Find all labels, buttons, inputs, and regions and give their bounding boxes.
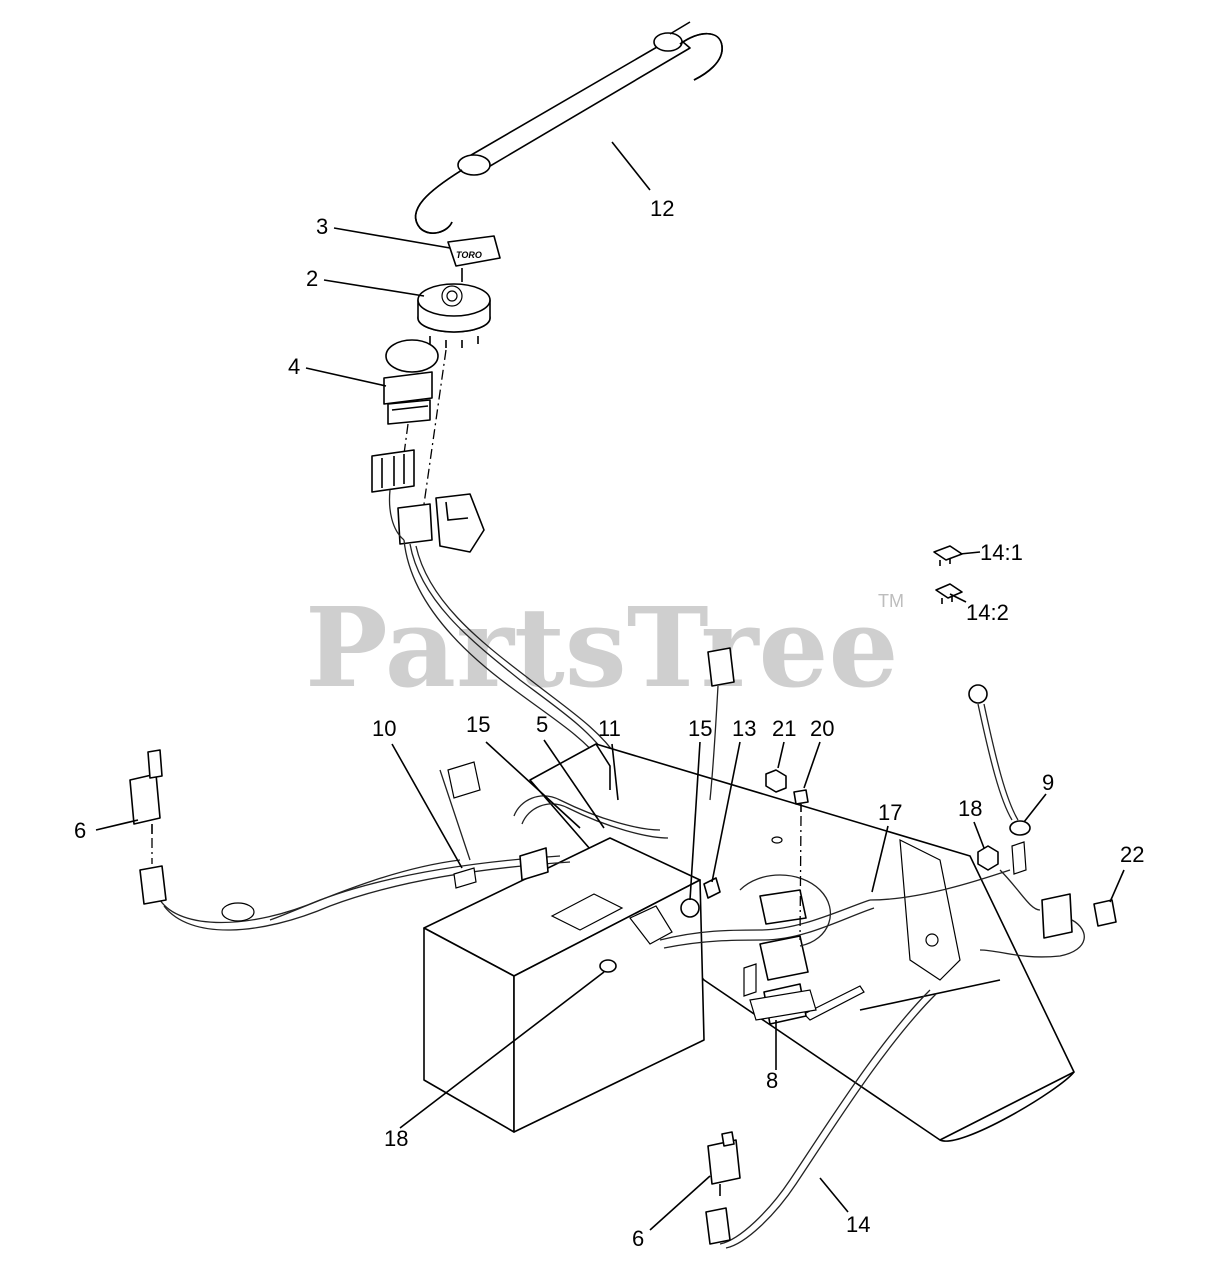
leader-dash-4 bbox=[403, 423, 409, 455]
callout-14-2: 14:2 bbox=[966, 600, 1009, 625]
fuse-14-1 bbox=[933, 545, 963, 566]
battery-cables bbox=[513, 795, 875, 949]
key-toro-text: TORO bbox=[456, 250, 482, 260]
leader-dash-20 bbox=[799, 815, 802, 941]
callout-4: 4 bbox=[288, 354, 300, 379]
nut-21 bbox=[765, 769, 787, 793]
seat-switch-upper bbox=[129, 749, 167, 905]
ignition-key: TORO bbox=[447, 235, 501, 282]
nut-18-right bbox=[977, 845, 999, 871]
callout-12: 12 bbox=[650, 196, 674, 221]
lower-harness bbox=[719, 989, 937, 1249]
right-harness bbox=[869, 684, 1085, 958]
callout-10: 10 bbox=[372, 716, 396, 741]
callout-labels: 12 3 2 4 14:1 14:2 10 15 5 11 15 13 21 2… bbox=[74, 196, 1144, 1251]
callout-21: 21 bbox=[772, 716, 796, 741]
harness-connector-top bbox=[707, 647, 735, 801]
leader-lines bbox=[95, 141, 1125, 1231]
watermark-trademark: TM bbox=[878, 591, 904, 611]
callout-17: 17 bbox=[878, 800, 902, 825]
callout-3: 3 bbox=[316, 214, 328, 239]
washer-small bbox=[771, 836, 783, 844]
leader-dash-2 bbox=[423, 349, 447, 505]
callout-11: 11 bbox=[598, 716, 621, 741]
callout-9: 9 bbox=[1042, 770, 1054, 795]
callout-15-left: 15 bbox=[466, 712, 490, 737]
center-components bbox=[739, 874, 831, 1025]
harness-connector-upper bbox=[371, 449, 485, 553]
bolt-20 bbox=[793, 789, 809, 812]
callout-14-1: 14:1 bbox=[980, 540, 1023, 565]
callout-13: 13 bbox=[732, 716, 756, 741]
callout-14: 14 bbox=[846, 1212, 870, 1237]
callout-18-lower: 18 bbox=[384, 1126, 408, 1151]
seat-switch-lower bbox=[705, 1131, 741, 1245]
callout-15-right: 15 bbox=[688, 716, 712, 741]
callout-18-right: 18 bbox=[958, 796, 982, 821]
callout-2: 2 bbox=[306, 266, 318, 291]
wire-hook-bar bbox=[414, 21, 723, 234]
fuse-14-2 bbox=[935, 583, 963, 604]
callout-5: 5 bbox=[536, 712, 548, 737]
callout-6-upper: 6 bbox=[74, 818, 86, 843]
callout-20: 20 bbox=[810, 716, 834, 741]
ignition-switch bbox=[417, 283, 491, 348]
callout-22: 22 bbox=[1120, 842, 1144, 867]
callout-8: 8 bbox=[766, 1068, 778, 1093]
callout-6-lower: 6 bbox=[632, 1226, 644, 1251]
bolt-22 bbox=[1093, 899, 1117, 927]
wire-harness-main bbox=[388, 489, 619, 763]
pto-switch bbox=[383, 339, 439, 425]
left-harness bbox=[159, 761, 571, 931]
watermark-brand: PartsTree bbox=[305, 583, 899, 712]
battery bbox=[423, 837, 705, 1133]
washer-15 bbox=[680, 898, 700, 918]
